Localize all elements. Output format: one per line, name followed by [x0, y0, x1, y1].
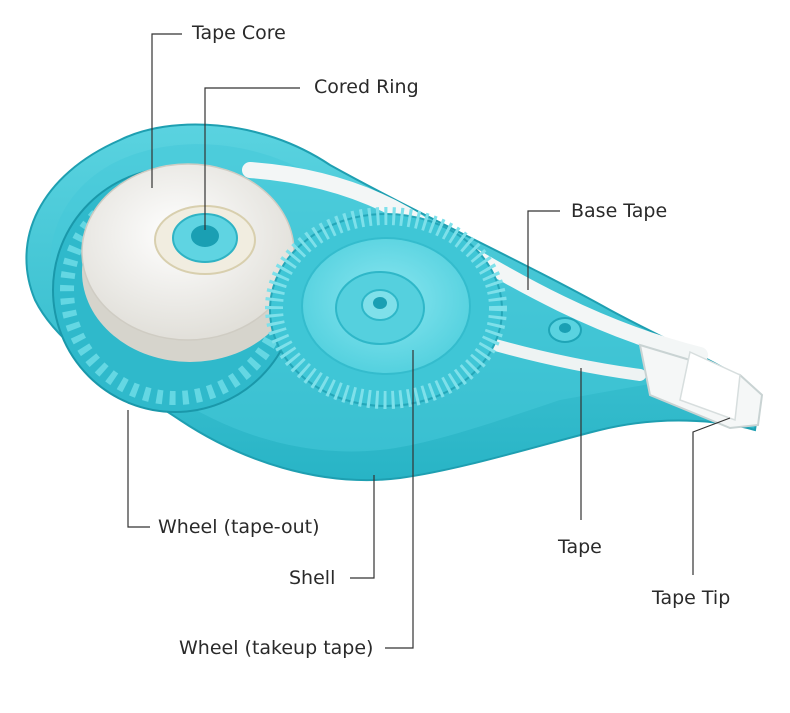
label-tape: Tape [558, 536, 602, 558]
label-base-tape: Base Tape [571, 200, 668, 222]
label-tape-tip: Tape Tip [652, 587, 731, 609]
leader-wheel-takeup [385, 350, 414, 649]
label-tape-core: Tape Core [192, 22, 286, 44]
leader-tape-core [151, 33, 182, 188]
label-wheel-takeup: Wheel (takeup tape) [179, 637, 374, 659]
shell-post [548, 317, 582, 343]
cored-ring [154, 205, 256, 275]
label-shell: Shell [289, 567, 336, 589]
label-cored-ring: Cored Ring [314, 76, 419, 98]
leader-wheel-tape-out [127, 410, 150, 528]
leader-shell [350, 475, 375, 579]
leader-tape-tip [692, 417, 731, 575]
leader-cored-ring [204, 87, 300, 230]
label-wheel-tape-out: Wheel (tape-out) [158, 516, 320, 538]
leader-lines [127, 33, 731, 649]
leader-base-tape [527, 210, 560, 290]
tape-tip [638, 343, 764, 430]
wheel-takeup-tape [265, 207, 507, 409]
